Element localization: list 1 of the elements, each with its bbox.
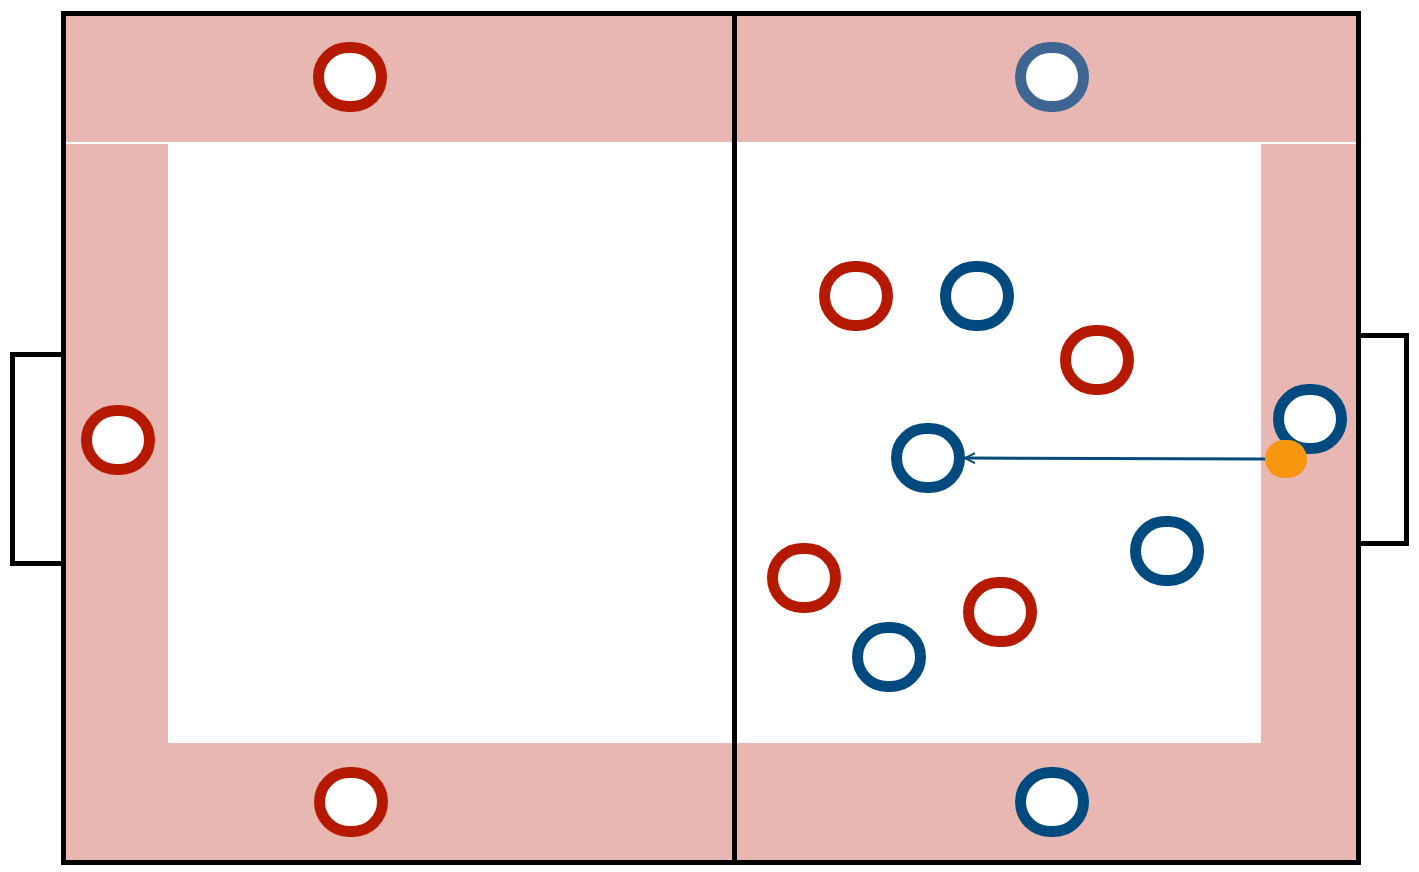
- pass-arrow: [964, 452, 1265, 465]
